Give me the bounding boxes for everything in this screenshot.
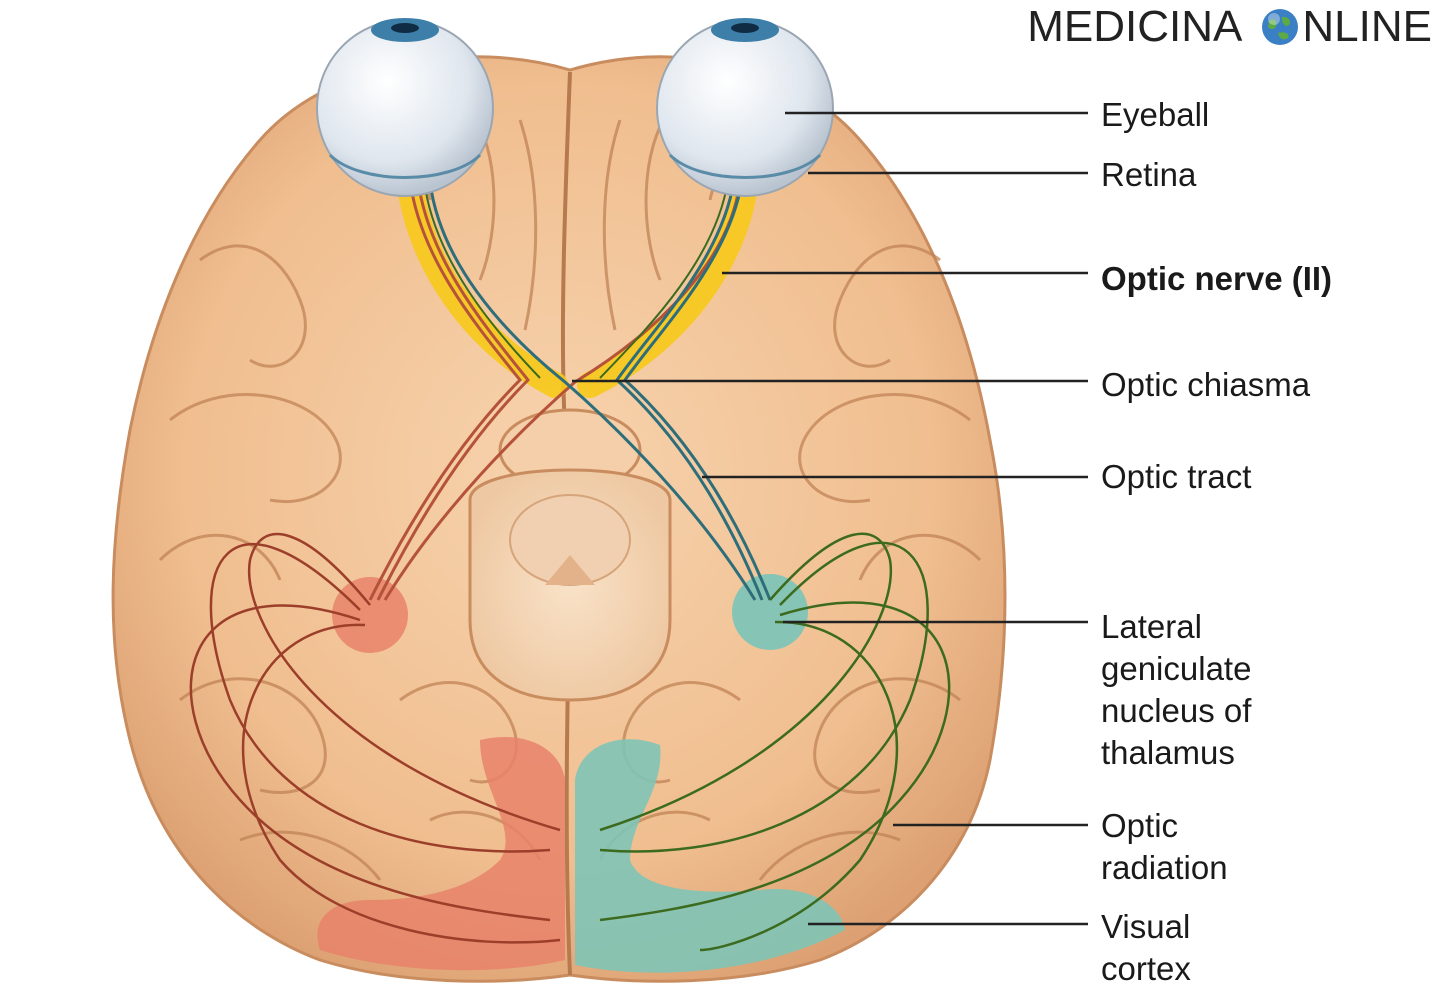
label-optic-tract: Optic tract — [1101, 456, 1251, 498]
label-visual-cortex: Visual cortex — [1101, 906, 1191, 990]
globe-icon — [1260, 7, 1300, 47]
label-lateral-geniculate-nucleus: Lateral geniculate nucleus of thalamus — [1101, 606, 1251, 774]
label-retina: Retina — [1101, 154, 1196, 196]
label-optic-nerve: Optic nerve (II) — [1101, 258, 1332, 300]
label-eyeball: Eyeball — [1101, 94, 1209, 136]
label-optic-chiasma: Optic chiasma — [1101, 364, 1310, 406]
watermark-right: NLINE — [1302, 2, 1432, 52]
watermark: MEDICINA NLINE — [1027, 2, 1432, 52]
label-optic-radiation: Optic radiation — [1101, 805, 1228, 889]
watermark-left: MEDICINA — [1027, 2, 1242, 52]
